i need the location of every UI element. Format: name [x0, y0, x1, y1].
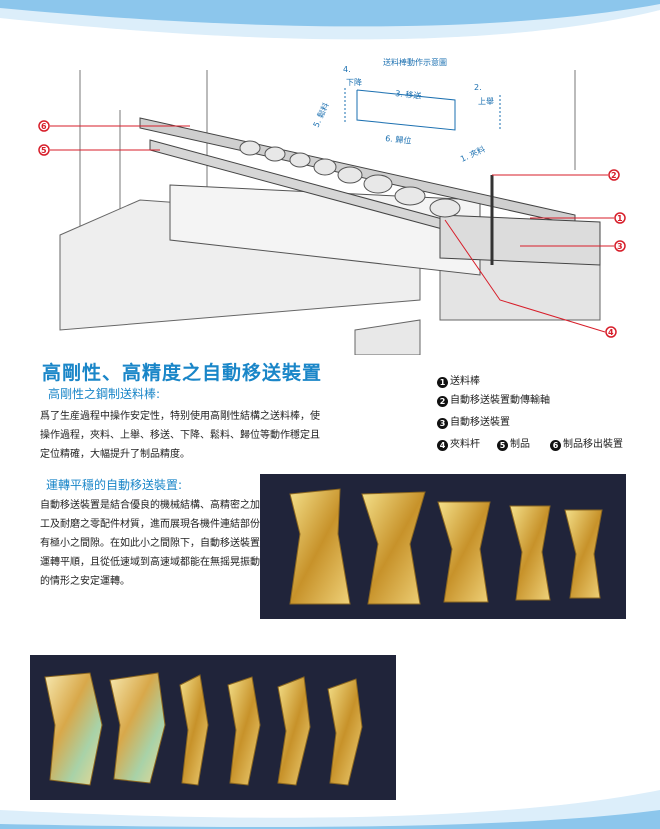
- motion-diagram-title: 送料棒動作示意圖: [383, 57, 447, 67]
- step-4-label: 4.: [343, 65, 351, 74]
- svg-text:5: 5: [41, 146, 47, 155]
- svg-text:4: 4: [608, 328, 614, 337]
- step-5-label: 5. 鬆料: [311, 101, 331, 129]
- svg-text:1: 1: [617, 214, 623, 223]
- callout-3-marker: 3: [614, 240, 626, 252]
- stamped-parts-photo-2: [30, 655, 396, 800]
- top-swoosh-decoration: [0, 0, 660, 40]
- step-1-label: 1. 夾料: [459, 144, 487, 164]
- step-2-label: 2.: [474, 83, 482, 92]
- callout-2-marker: 2: [608, 169, 620, 181]
- svg-text:6: 6: [41, 122, 47, 131]
- step-4-text: 下降: [346, 77, 362, 87]
- transfer-machine-diagram: 送料棒動作示意圖 4. 下降 3. 移送 2. 上舉 5. 鬆料 6. 歸位 1…: [38, 57, 626, 355]
- steel-bar-description: 爲了生産過程中操作安定性，特别使用高剛性結構之送料棒，使操作過程，夾料、上舉、移…: [40, 411, 320, 460]
- subheading-smooth-transfer: 運轉平穩的自動移送裝置:: [46, 478, 183, 492]
- callout-1-marker: 1: [614, 212, 626, 224]
- subheading-steel-bar: 高剛性之鋼制送料棒:: [48, 387, 161, 401]
- step-2-text: 上舉: [478, 96, 494, 106]
- step-6-label: 6. 歸位: [385, 133, 412, 146]
- step-3-label: 3. 移送: [395, 88, 422, 101]
- smooth-transfer-description: 自動移送裝置是結合優良的機械結構、高精密之加工及耐磨之零配件材質，進而展現各機件…: [40, 500, 260, 587]
- callout-5-marker: 5: [38, 144, 50, 156]
- section-title: 高剛性、高精度之自動移送裝置: [42, 362, 323, 384]
- svg-text:2: 2: [611, 171, 617, 180]
- callout-4-marker: 4: [605, 326, 617, 338]
- bottom-swoosh-decoration: [0, 790, 660, 829]
- callout-6-marker: 6: [38, 120, 50, 132]
- svg-text:3: 3: [617, 242, 623, 251]
- stamped-parts-photo-1: [260, 474, 626, 619]
